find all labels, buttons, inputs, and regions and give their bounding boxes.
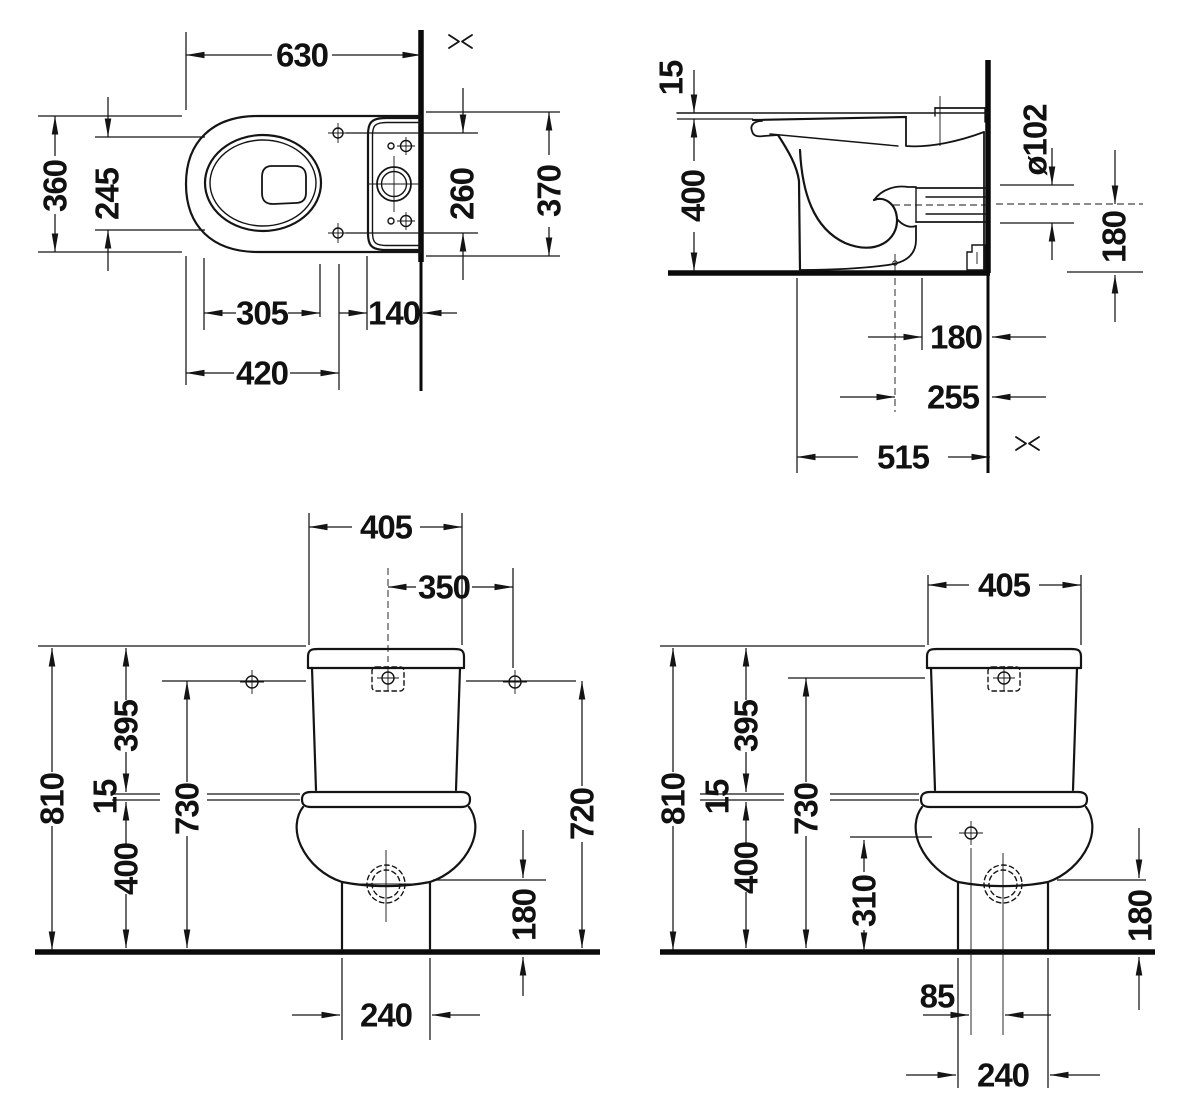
cistern-fixing-holes: [387, 137, 415, 230]
dim-label-360: 360: [37, 160, 74, 212]
front-view: 405 350 810 395 15 400 730 720 180 240: [34, 509, 601, 1040]
dim-label-180-horizontal: 180: [930, 319, 982, 356]
dim-label-405: 405: [360, 509, 413, 546]
dim-label-720: 720: [564, 788, 601, 840]
wall-break-icon: [448, 34, 473, 49]
dim-label-395: 395: [108, 699, 145, 752]
plan-dimension-lines: [38, 32, 560, 390]
dim-label-180: 180: [1122, 890, 1159, 942]
wall-fixing-holes: [240, 670, 527, 694]
dim-label-260: 260: [444, 168, 481, 220]
dim-label-400: 400: [108, 843, 145, 895]
cistern-center-hole: [371, 666, 405, 692]
dim-label-180: 180: [506, 889, 543, 941]
dim-label-15: 15: [653, 60, 690, 95]
cistern-outline: [919, 647, 1089, 809]
pan-section-profile: [750, 115, 985, 273]
pan-side-hole: [959, 821, 983, 1035]
dim-label-15: 15: [87, 779, 124, 814]
bowl-outline: [914, 805, 1094, 952]
outlet-hole: [354, 850, 418, 922]
dim-label-305: 305: [236, 295, 289, 332]
cistern-center-hole: [987, 666, 1021, 692]
dim-label-255: 255: [927, 379, 980, 416]
dim-label-85: 85: [920, 978, 955, 1015]
dim-label-810: 810: [34, 773, 71, 825]
dim-label-730: 730: [788, 783, 825, 835]
side-view: 15 400 ø102 180 180 255 515: [653, 60, 1143, 476]
outlet-pipe: [893, 187, 990, 223]
plan-view: 630 360 245 260 370 305 140 420: [37, 30, 568, 392]
water-area: [261, 165, 307, 205]
front-dimension-lines: [38, 513, 586, 1040]
seat-fixing-holes: [328, 123, 348, 243]
dim-label-240: 240: [977, 1057, 1029, 1094]
rear-dimension-lines: [660, 575, 1146, 1088]
dim-label-420: 420: [236, 355, 288, 392]
dim-label-730: 730: [169, 783, 206, 835]
dim-label-245: 245: [89, 167, 126, 220]
drain-mark-icon: [892, 254, 898, 271]
floor-outlet-icon: [966, 244, 986, 271]
dim-label-diameter-102: ø102: [1017, 104, 1054, 176]
flush-valve-hole: [367, 156, 420, 212]
rear-view: 405 810 395 15 400 730 310 180 85 240: [655, 567, 1159, 1094]
dim-label-180-vertical: 180: [1096, 211, 1133, 263]
dim-label-370: 370: [531, 165, 568, 217]
dim-label-15: 15: [699, 779, 736, 814]
dim-label-515: 515: [877, 439, 930, 476]
side-dimension-lines: [690, 70, 1143, 473]
dim-label-240: 240: [360, 997, 412, 1034]
dim-label-140: 140: [368, 295, 420, 332]
outlet-hole: [983, 853, 1023, 1035]
dim-label-630: 630: [276, 37, 328, 74]
dim-label-395: 395: [728, 699, 765, 752]
seat-ring-outer: [203, 133, 323, 233]
dim-label-405: 405: [978, 567, 1031, 604]
cistern-inlet: [934, 96, 986, 146]
dim-label-400: 400: [728, 842, 765, 894]
wall-break-icon: [1015, 436, 1040, 451]
dim-label-310: 310: [846, 875, 883, 927]
cistern-outline: [300, 647, 472, 809]
dim-label-350: 350: [418, 569, 470, 606]
pan-outline: [184, 114, 423, 254]
seat-ring-inner: [209, 139, 317, 227]
dim-label-810: 810: [655, 773, 692, 825]
dim-label-400: 400: [675, 170, 712, 222]
